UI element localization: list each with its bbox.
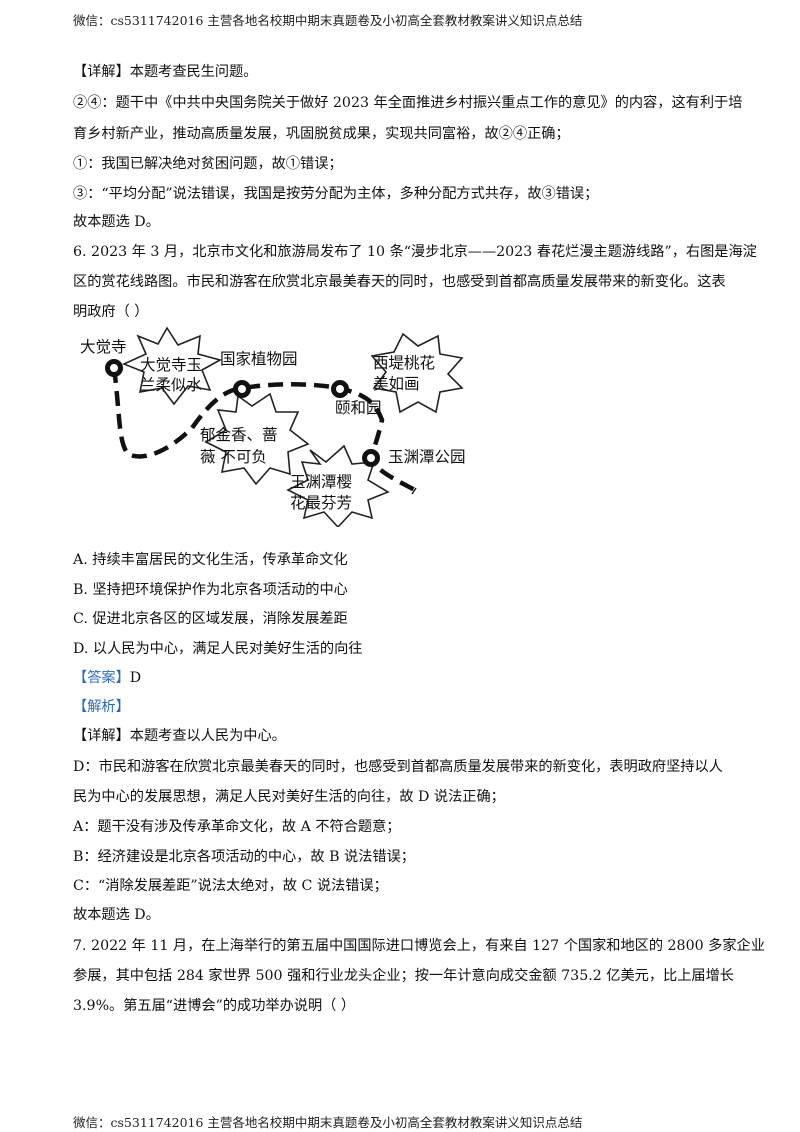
option-d: D. 以人民为中心，满足人民对美好生活的向往 [73,641,363,657]
star-burst [370,332,464,414]
page-header: 微信：cs5311742016 主营各地名校期中期末真题卷及小初高全套教材教案讲… [73,13,583,28]
route-stop-dajuesi [105,359,123,377]
q6-stem-line: 明政府（ ） [73,304,149,320]
q6-explain-line: A：题干没有涉及传承革命文化，故 A 不符合题意； [73,819,401,835]
star-label-line: 花最芬芳 [290,494,352,512]
q5-explain-line: 育乡村新产业，推动高质量发展，巩固脱贫成果，实现共同富裕，故②④正确； [73,126,570,142]
route-stop-yuyuantan [362,449,380,467]
answer-label: 【答案】 [73,670,130,686]
flower-route-map: 大觉寺 大觉寺玉 兰柔似水 国家植物园 西堤桃花 美如画 颐和园 郁金香、蔷 薇… [80,326,466,527]
q7-stem-line: 7. 2022 年 11 月，在上海举行的第五届中国国际进口博览会上，有来自 1… [73,938,765,954]
label-yiheyuan: 颐和园 [335,399,382,417]
q6-stem-line: 6. 2023 年 3 月，北京市文化和旅游局发布了 10 条“漫步北京——20… [73,244,757,260]
q5-conclusion: 故本题选 D。 [73,214,160,230]
star-burst [121,326,223,406]
q7-stem-line: 参展，其中包括 284 家世界 500 强和行业龙头企业；按一年计意向成交金额 … [73,968,734,984]
q6-conclusion: 故本题选 D。 [73,907,160,923]
page-footer: 微信：cs5311742016 主营各地名校期中期末真题卷及小初高全套教材教案讲… [73,1115,583,1130]
label-guojia: 国家植物园 [220,350,298,368]
star-label-line: 美如画 [373,375,420,393]
q5-detail-heading: 【详解】本题考查民生问题。 [73,64,258,80]
q6-explain-line: B：经济建设是北京各项活动的中心，故 B 说法错误； [73,849,415,865]
option-a: A. 持续丰富居民的文化生活，传承革命文化 [73,552,348,568]
analysis-label: 【解析】 [73,699,130,715]
q6-explain-line: D：市民和游客在欣赏北京最美春天的同时，也感受到首都高质量发展带来的新变化，表明… [73,759,723,775]
q6-stem-line: 区的赏花线路图。市民和游客在欣赏北京最美春天的同时，也感受到首都高质量发展带来的… [73,274,726,290]
route-stop-yiheyuan [331,380,349,398]
label-dajuesi: 大觉寺 [80,338,127,356]
q5-explain-line: ②④：题干中《中共中央国务院关于做好 2023 年全面推进乡村振兴重点工作的意见… [73,95,743,111]
star-label-line: 郁金香、蔷 [200,426,278,444]
answer-value: D [129,670,142,686]
star-burst [286,444,390,527]
label-yuyuantan: 玉渊潭公园 [388,448,466,466]
route-stop-guojia [233,380,251,398]
q5-explain-line: ①：我国已解决绝对贫困问题，故①错误； [73,156,343,172]
q6-detail-heading: 【详解】本题考查以人民为中心。 [73,728,286,744]
option-b: B. 坚持把环境保护作为北京各项活动的中心 [73,582,348,598]
star-label-line: 大觉寺玉 [140,356,202,374]
star-label-line: 薇 不可负 [200,448,267,466]
star-label-line: 兰柔似水 [140,376,203,394]
q6-explain-line: 民为中心的发展思想，满足人民对美好生活的向往，故 D 说法正确； [73,789,505,805]
q6-explain-line: C：“消除发展差距”说法太绝对，故 C 说法错误； [73,878,388,894]
answer-line: 【答案】D [73,668,141,688]
star-label-line: 西堤桃花 [373,354,435,372]
option-c: C. 促进北京各区的区域发展，消除发展差距 [73,611,348,627]
star-label-line: 玉渊潭樱 [290,473,352,491]
q5-explain-line: ③：“平均分配”说法错误，我国是按劳分配为主体，多种分配方式共存，故③错误； [73,186,599,202]
q7-stem-line: 3.9%。第五届“进博会”的成功举办说明（ ） [73,998,356,1014]
star-burst [204,392,310,486]
